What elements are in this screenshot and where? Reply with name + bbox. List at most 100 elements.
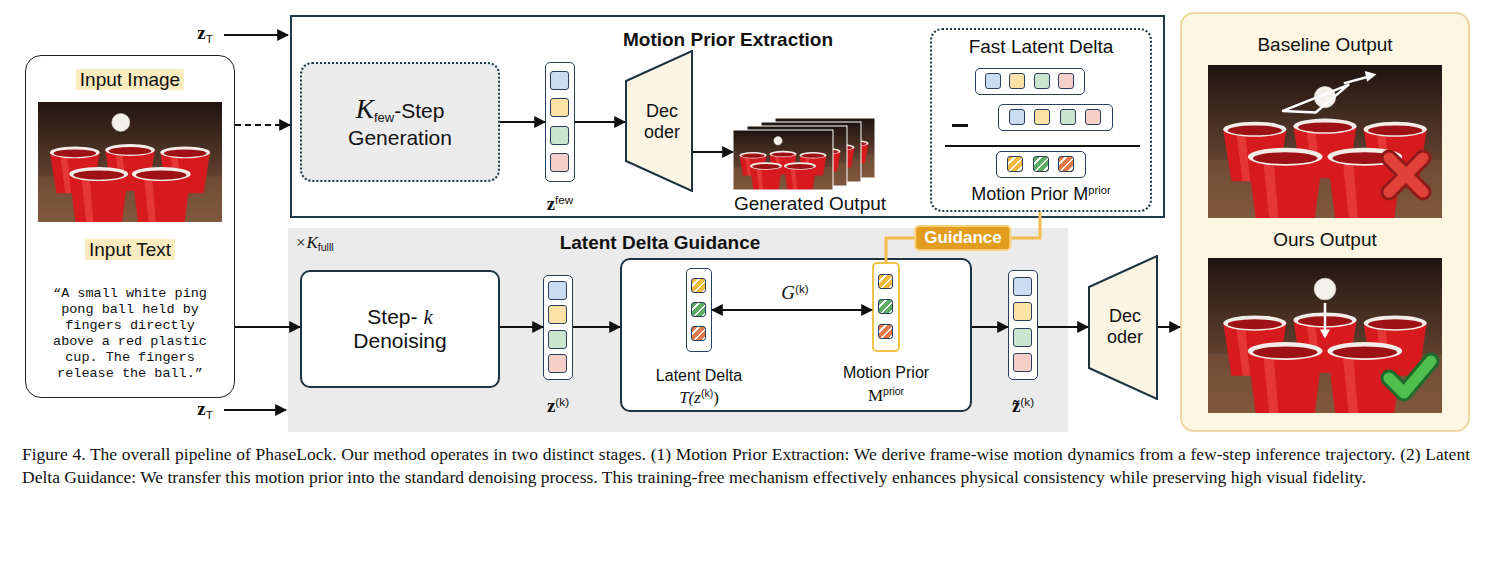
text-group: Step-kDenoising (353, 305, 446, 353)
text-group: T(z(k)) (679, 387, 719, 407)
flow-arrow (235, 124, 290, 126)
label-text: Ours Output (1273, 229, 1377, 250)
text-group: Dec oder (1100, 306, 1150, 347)
label-text: Fast Latent Delta (969, 36, 1114, 57)
guidance-band: ×KfulllLatent Delta GuidanceStep-kDenois… (288, 228, 1068, 432)
latent-cell (1009, 109, 1025, 125)
text-group: Ours Output (1273, 229, 1377, 251)
latent-row (975, 68, 1085, 95)
label-text: ) (713, 388, 719, 407)
label-text: z (547, 193, 555, 214)
label-text: z (197, 22, 205, 43)
label-text: T (206, 408, 213, 421)
text-group: Kfew-Step Generation (314, 94, 486, 150)
text-group: Motion Prior Extraction (623, 29, 833, 51)
guidance-line (886, 212, 1040, 262)
text-group: Latent Delta Guidance (560, 232, 761, 254)
guidance-box: G(k)Latent DeltaT(z(k))Motion PriorMprio… (620, 258, 972, 412)
text-group: zT (197, 22, 213, 45)
latent-cell (1034, 73, 1050, 89)
label-text: Motion Prior (843, 364, 929, 381)
label-text: Latent Delta (656, 367, 742, 384)
label-text: few (374, 110, 394, 125)
text-group: Motion Prior Mprior (971, 184, 1110, 205)
text-group: ×Kfulll (295, 233, 334, 253)
latent-cell (550, 71, 569, 90)
label-text: z̃ (1012, 395, 1020, 416)
latent-cell (1013, 277, 1032, 296)
noise-arrow (224, 409, 286, 411)
label-text: ×K (295, 233, 318, 252)
hatched-cell (1058, 156, 1074, 172)
latent-cell (548, 281, 567, 300)
latent-cell (548, 330, 567, 349)
text-group: Fast Latent Delta (969, 36, 1114, 58)
latent-cell (1013, 302, 1032, 321)
label-text: (k) (555, 395, 569, 408)
latent-cell (548, 354, 567, 373)
decoder-trapezoid: Dec oder (625, 50, 693, 192)
label-text: Generated Output (734, 193, 886, 214)
stage-panel: Motion Prior ExtractionKfew-Step Generat… (290, 15, 1165, 218)
label-text: (k) (1020, 395, 1034, 408)
hatched-cell (878, 299, 893, 314)
hatched-cell (878, 274, 893, 289)
input-panel: Input ImageInput Text “A small white ping… (25, 55, 235, 398)
label-text: G (781, 282, 795, 303)
label-text: Input Image (76, 69, 184, 90)
process-box: Kfew-Step Generation (300, 62, 500, 182)
noise-arrow (224, 34, 288, 36)
label-text: (k) (795, 282, 809, 295)
text-group: Input Text (85, 239, 175, 261)
flow-arrow (693, 151, 733, 153)
hatched-cell (1007, 156, 1023, 172)
latent-cell (550, 126, 569, 145)
guidance-badge: Guidance (914, 225, 1011, 251)
flow-arrow (575, 121, 625, 123)
label-text: z (547, 395, 555, 416)
input-image (38, 102, 222, 222)
text-group: Dec oder (637, 101, 687, 142)
label-text: (k) (701, 387, 713, 399)
label-text: Step- (367, 305, 417, 328)
latent-column: z̃(k) (1008, 270, 1038, 380)
output-panel: Baseline OutputOurs Output (1180, 12, 1470, 432)
figure-caption: Figure 4. The overall pipeline of PhaseL… (22, 443, 1470, 489)
flow-arrow (573, 326, 620, 328)
generated-frames (733, 118, 883, 190)
flow-arrow (500, 121, 545, 123)
text-group: Generated Output (734, 193, 886, 215)
label-text: M (868, 386, 883, 405)
text-group: Mprior (868, 385, 904, 405)
latent-cell (550, 153, 569, 172)
latent-cell (1060, 109, 1076, 125)
delta-column: Latent DeltaT(z(k)) (686, 268, 712, 352)
latent-cell (1013, 328, 1032, 347)
latent-cell (1058, 73, 1074, 89)
text-group: G(k) (781, 282, 808, 304)
latent-row (996, 151, 1086, 178)
label-text: Latent Delta Guidance (560, 232, 761, 253)
text-group: Baseline Output (1257, 34, 1392, 56)
label-text: z (197, 398, 205, 419)
label-text: Motion Prior Extraction (623, 29, 833, 50)
hatched-cell (691, 278, 706, 293)
label-text: “A small white ping pong ball held by fi… (53, 286, 207, 381)
label-text: prior (883, 385, 904, 397)
label-text: fulll (318, 241, 334, 253)
flow-arrow (1158, 326, 1180, 328)
latent-cell (985, 73, 1001, 89)
label-text: K (356, 94, 374, 124)
prior-column: Motion PriorMprior (872, 262, 900, 352)
hatched-cell (878, 324, 893, 339)
latent-cell (1009, 73, 1025, 89)
latent-column: z(k) (543, 275, 573, 380)
flow-arrow (500, 326, 543, 328)
latent-cell (1013, 353, 1032, 372)
flow-arrow (1038, 326, 1088, 328)
label-text: T(z (679, 388, 701, 407)
label-text: Input Text (85, 239, 175, 260)
hatched-cell (691, 326, 706, 341)
text-group: z(k) (547, 395, 569, 417)
